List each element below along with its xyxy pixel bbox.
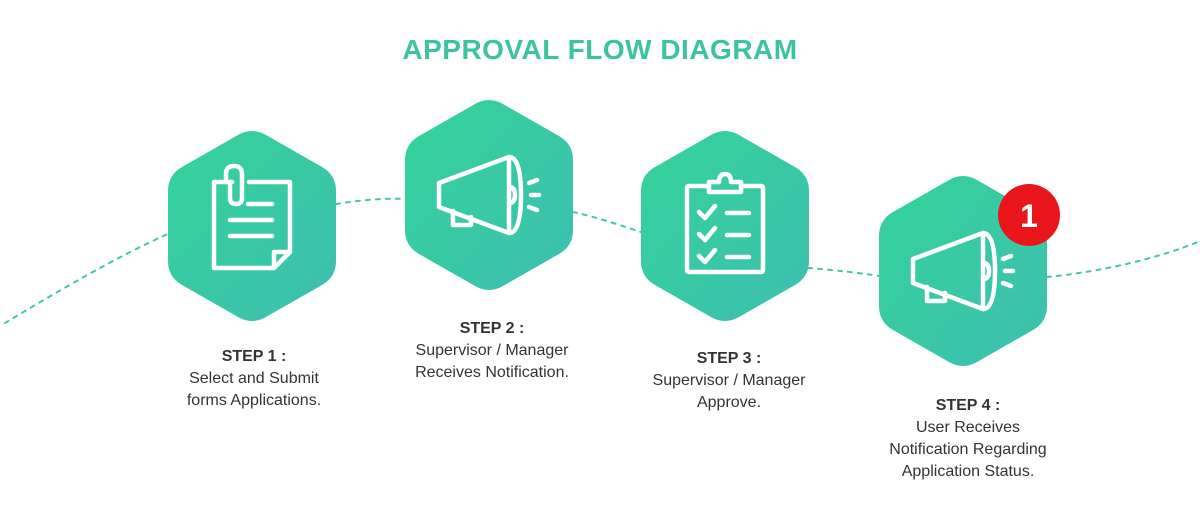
connector-left — [4, 233, 169, 324]
megaphone-icon-2 — [436, 154, 542, 236]
step-label: STEP 1 : — [221, 348, 287, 365]
hexagon-3 — [641, 131, 809, 321]
step-label: STEP 4 : — [935, 397, 1001, 414]
megaphone-icon-4 — [910, 230, 1016, 312]
step-2-node — [405, 100, 573, 290]
step-label: STEP 2 : — [459, 320, 525, 337]
step-3-caption: STEP 3 : Supervisor / Manager Approve. — [609, 348, 849, 414]
connector-lines — [4, 197, 1200, 324]
step-description: User Receives Notification Regarding App… — [889, 419, 1047, 480]
step-label: STEP 3 : — [696, 350, 762, 367]
connector-1-2 — [335, 197, 406, 205]
notification-badge: 1 — [998, 184, 1060, 246]
badge-count: 1 — [1020, 198, 1038, 234]
step-2-caption: STEP 2 : Supervisor / Manager Receives N… — [372, 318, 612, 384]
step-description: Supervisor / Manager Approve. — [652, 372, 806, 411]
step-description: Supervisor / Manager Receives Notificati… — [415, 342, 569, 381]
diagram-title: APPROVAL FLOW DIAGRAM — [402, 34, 798, 65]
hexagon-1 — [168, 131, 336, 321]
step-4-caption: STEP 4 : User Receives Notification Rega… — [848, 395, 1088, 483]
connector-right — [1046, 240, 1200, 278]
step-3-node — [641, 131, 809, 321]
step-1-caption: STEP 1 : Select and Submit forms Applica… — [134, 346, 374, 412]
hexagon-2 — [405, 100, 573, 290]
document-clip-icon — [211, 163, 293, 271]
clipboard-checklist-icon — [684, 171, 766, 275]
step-description: Select and Submit forms Applications. — [186, 370, 322, 409]
step-1-node — [168, 131, 336, 321]
